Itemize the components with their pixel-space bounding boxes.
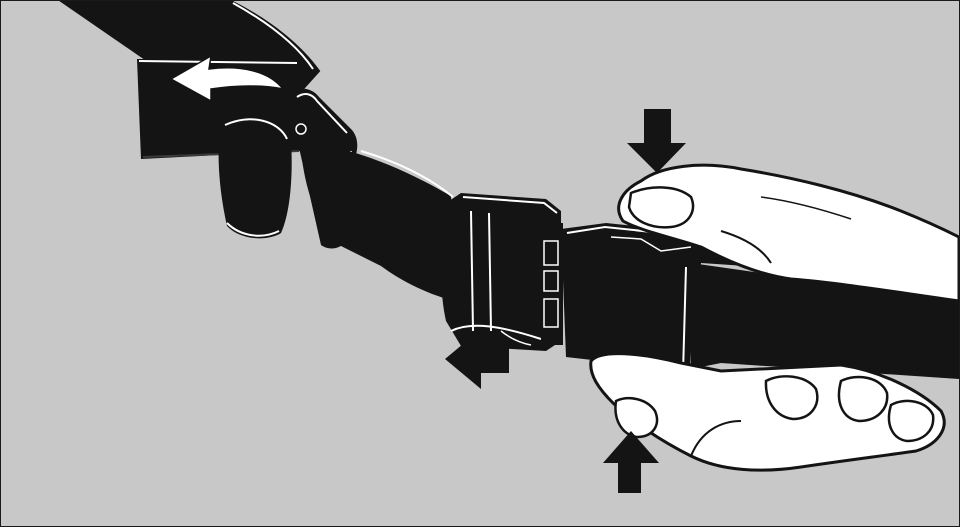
buckle-joint [541,223,563,345]
strap-loop [219,117,292,238]
